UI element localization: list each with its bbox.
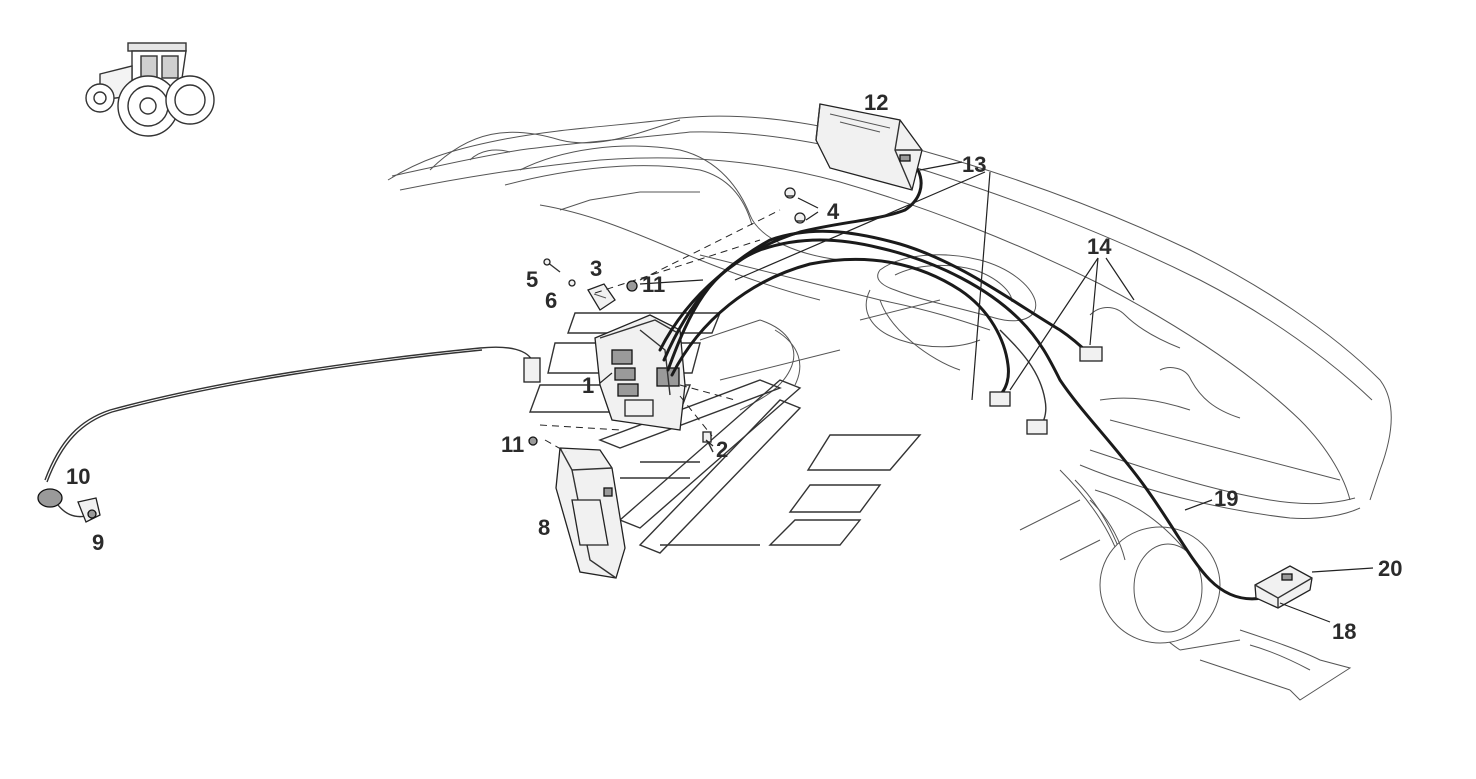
lamp-cable <box>37 346 541 523</box>
tractor-icon <box>85 42 215 137</box>
callout-12: 12 <box>864 90 888 115</box>
wiring-harness <box>658 168 1264 601</box>
cab-roof-outline <box>387 115 1392 701</box>
callout-9: 9 <box>92 530 104 555</box>
callout-11-bottom: 11 <box>501 432 524 457</box>
connectors <box>989 346 1103 435</box>
callout-8: 8 <box>538 515 550 540</box>
callout-1: 1 <box>582 373 594 398</box>
control-module <box>1254 565 1313 609</box>
callout-18: 18 <box>1332 619 1356 644</box>
leader-lines <box>599 161 1374 623</box>
callout-11-top: 11 <box>642 272 665 297</box>
callout-3: 3 <box>590 256 602 281</box>
storage-box <box>555 447 626 579</box>
callout-14: 14 <box>1087 234 1112 259</box>
clip-parts <box>784 187 806 224</box>
callout-19: 19 <box>1214 486 1238 511</box>
radio-unit <box>815 103 923 191</box>
callout-20: 20 <box>1378 556 1402 581</box>
callout-10: 10 <box>66 464 90 489</box>
callout-4: 4 <box>827 199 840 224</box>
callout-13: 13 <box>962 152 986 177</box>
callout-5: 5 <box>526 267 538 292</box>
callout-2: 2 <box>716 437 728 462</box>
callout-6: 6 <box>545 288 557 313</box>
callout-labels: 1 2 3 4 5 6 8 9 10 11 11 12 13 14 18 19 … <box>66 90 1402 644</box>
small-hardware <box>528 258 714 453</box>
assembly-lines <box>539 209 781 453</box>
